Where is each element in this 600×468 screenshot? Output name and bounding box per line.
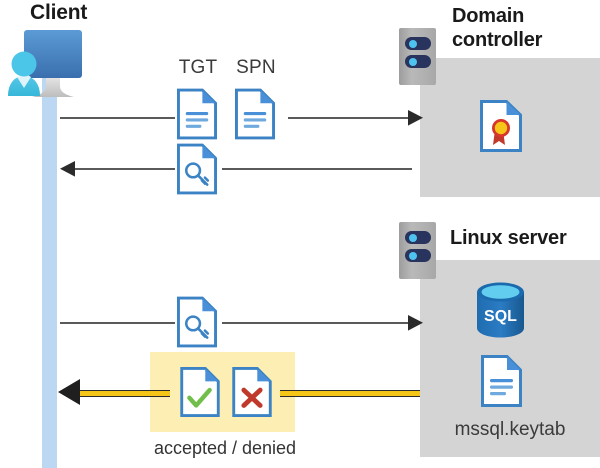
arrowhead-to-dc — [408, 110, 423, 126]
service-ticket-document-key-icon — [177, 143, 217, 195]
wire-result-left — [68, 390, 170, 397]
present-ticket-document-key-icon — [177, 296, 217, 348]
client-icon — [4, 22, 102, 100]
linux-server-label: Linux server — [450, 227, 567, 249]
client-lifeline — [42, 72, 57, 468]
wire-present-left — [60, 322, 175, 324]
linux-server-server-icon — [399, 222, 436, 279]
certificate-document-icon — [480, 100, 522, 152]
wire-request-left — [60, 117, 175, 119]
denied-document-x-icon — [232, 367, 272, 417]
arrowhead-to-client-ticket — [60, 161, 75, 177]
wire-ticket-right — [222, 168, 412, 170]
keytab-filename-label: mssql.keytab — [454, 419, 566, 440]
accepted-document-check-icon — [180, 367, 220, 417]
wire-present-right — [222, 322, 412, 324]
spn-label: SPN — [236, 57, 276, 78]
domain-controller-server-icon — [399, 28, 436, 85]
arrowhead-to-client-result — [58, 379, 80, 405]
domain-controller-label: Domain controller — [452, 4, 600, 52]
domain-controller-label-line1: Domain — [452, 5, 525, 27]
sql-database-text: SQL — [484, 308, 517, 325]
sql-database-icon: SQL — [473, 281, 528, 339]
tgt-document-icon — [177, 88, 217, 140]
result-highlight-box — [150, 352, 295, 432]
domain-controller-label-line2: controller — [452, 29, 543, 51]
client-label: Client — [30, 1, 88, 24]
tgt-label: TGT — [178, 57, 218, 78]
wire-ticket-left — [72, 168, 175, 170]
accepted-denied-caption: accepted / denied — [153, 438, 297, 458]
keytab-document-icon — [481, 355, 522, 407]
spn-document-icon — [235, 88, 275, 140]
wire-request-right — [288, 117, 412, 119]
arrowhead-to-linux — [408, 315, 423, 331]
wire-result-right — [280, 390, 420, 397]
